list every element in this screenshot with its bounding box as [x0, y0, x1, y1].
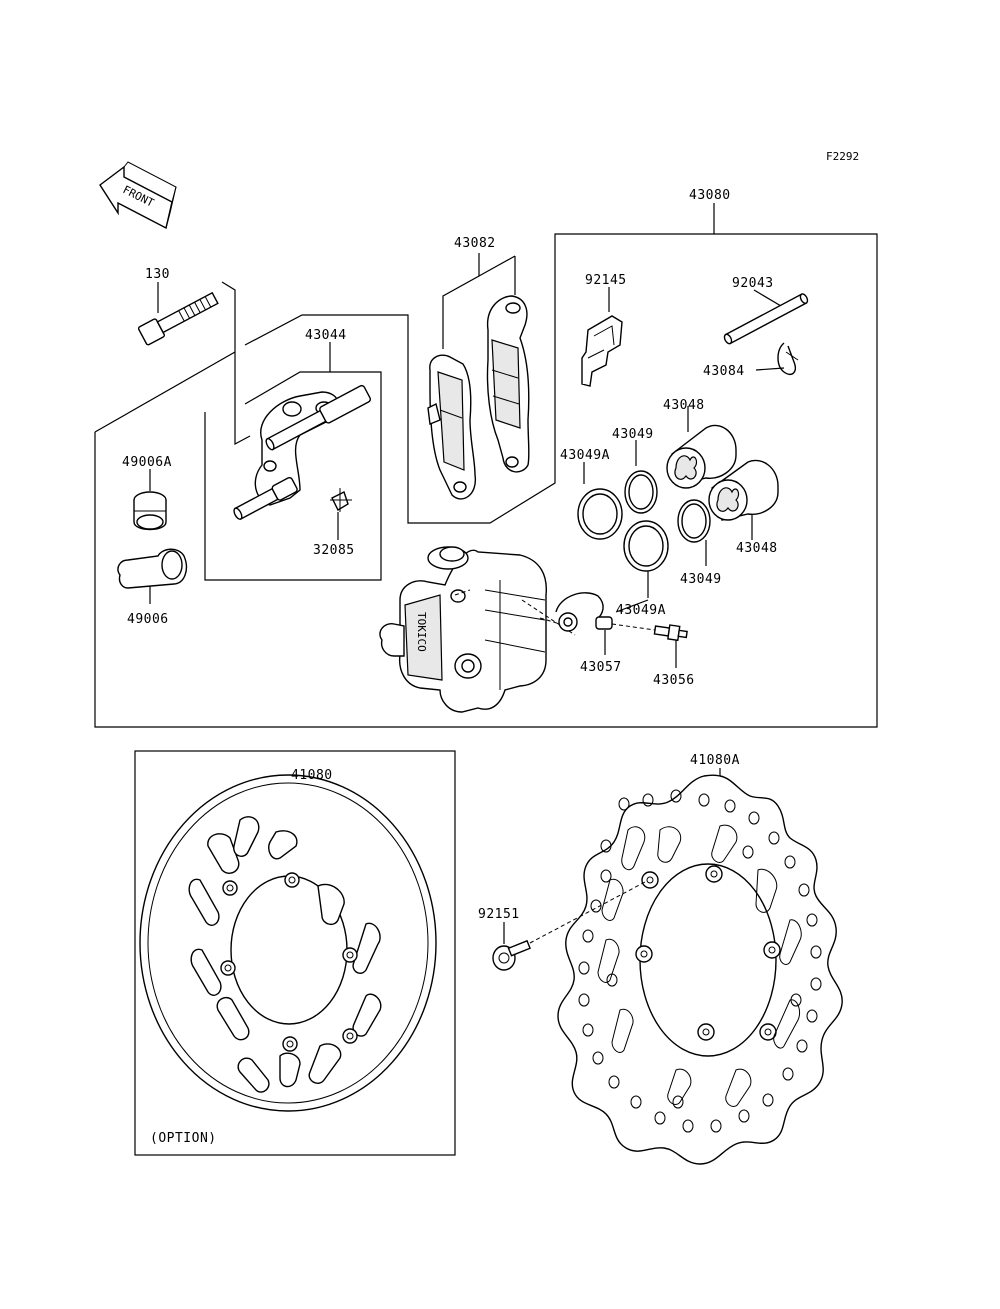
disc-41080A-holes — [578, 789, 822, 1133]
part-number-92043: 92043 — [732, 276, 774, 291]
part-number-130: 130 — [145, 267, 170, 282]
part-number-92145: 92145 — [585, 273, 627, 288]
part-number-49006A: 49006A — [122, 455, 172, 470]
seal-43049A-lower — [623, 520, 669, 598]
caliper-body: TOKICO — [379, 546, 576, 713]
pad-pin-92043 — [723, 289, 809, 376]
pad-spring-92145 — [581, 287, 623, 387]
caliper-pin-49006 — [117, 548, 188, 604]
caliper-brand-mark: TOKICO — [415, 612, 428, 652]
part-number-32085: 32085 — [313, 543, 355, 558]
pin-boot-49006A — [133, 469, 167, 531]
part-number-43044: 43044 — [305, 328, 347, 343]
caliper-bracket-43044 — [204, 342, 382, 581]
disc-41080-bolt-holes — [220, 872, 358, 1052]
pin-clip-43084-icon — [777, 342, 796, 376]
part-number-43080: 43080 — [689, 188, 731, 203]
figure-code: F2292 — [826, 150, 859, 163]
boot-32085-icon — [330, 488, 352, 512]
disc-41080-cutouts — [188, 816, 382, 1093]
bolt-130 — [137, 281, 251, 445]
disc-screw-92151 — [492, 881, 646, 971]
disc-41080A-wave — [557, 768, 843, 1165]
brake-pads-43082 — [427, 253, 530, 500]
option-label: (OPTION) — [150, 1131, 217, 1146]
disc-41080-option: (OPTION) — [134, 750, 456, 1156]
bleeder-valve-43056 — [611, 623, 688, 668]
part-number-43056: 43056 — [653, 673, 695, 688]
disc-41080A-cutouts — [597, 824, 802, 1107]
part-number-43049A-lower: 43049A — [616, 603, 666, 618]
part-number-43084: 43084 — [703, 364, 745, 379]
caliper-assembly-frame — [94, 203, 878, 728]
part-number-41080A: 41080A — [690, 753, 740, 768]
seal-43049A-upper — [577, 462, 623, 540]
part-number-43049-lower: 43049 — [680, 572, 722, 587]
part-number-43049-upper: 43049 — [612, 427, 654, 442]
seal-43049-lower — [677, 499, 711, 566]
part-number-49006: 49006 — [127, 612, 169, 627]
bleeder-cap-43057 — [555, 592, 613, 655]
piston-43048-lower — [708, 459, 779, 540]
part-number-41080: 41080 — [291, 768, 333, 783]
part-number-92151: 92151 — [478, 907, 520, 922]
seal-43049-upper — [624, 440, 658, 514]
piston-43048-upper — [666, 406, 737, 489]
part-number-43057: 43057 — [580, 660, 622, 675]
part-number-43049A-upper: 43049A — [560, 448, 610, 463]
part-number-43082: 43082 — [454, 236, 496, 251]
part-number-43048-lower: 43048 — [736, 541, 778, 556]
part-number-43048-upper: 43048 — [663, 398, 705, 413]
front-direction-arrow: FRONT — [99, 161, 177, 230]
